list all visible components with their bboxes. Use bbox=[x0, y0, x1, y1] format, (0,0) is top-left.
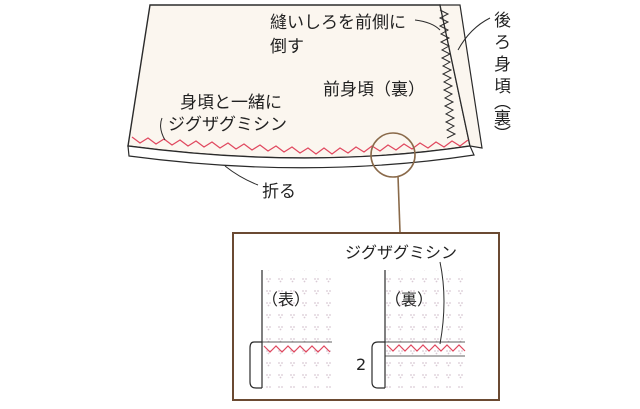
svg-text:︵: ︵ bbox=[494, 93, 511, 113]
label-seam-allowance-2: 倒す bbox=[270, 37, 304, 57]
detail-zigzag-left bbox=[263, 345, 331, 353]
svg-text:後: 後 bbox=[494, 11, 511, 31]
detail-box: ジグザグミシン （表） （裏） 2 bbox=[232, 232, 500, 401]
label-back-body-vertical: 後 ろ 身 頃 ︵ 裏 ︶ bbox=[494, 11, 511, 145]
hem-zigzag bbox=[131, 136, 469, 155]
detail-label-front: （表） bbox=[262, 290, 310, 309]
callout-leader bbox=[397, 175, 401, 233]
svg-text:身: 身 bbox=[494, 55, 511, 75]
svg-text:ろ: ろ bbox=[494, 33, 511, 53]
detail-zigzag-right bbox=[386, 344, 466, 352]
detail-label-zigzag: ジグザグミシン bbox=[345, 243, 457, 262]
svg-text:頃: 頃 bbox=[494, 77, 511, 97]
garment-front-body bbox=[127, 4, 483, 169]
label-zigzag-with-body-2: ジグザグミシン bbox=[168, 115, 287, 135]
seam-zigzag bbox=[438, 9, 457, 139]
svg-text:︶: ︶ bbox=[494, 125, 511, 145]
label-zigzag-with-body-1: 身頃と一緒に bbox=[180, 93, 282, 113]
label-seam-allowance-1: 縫いしろを前側に bbox=[270, 13, 406, 33]
detail-callout-circle bbox=[370, 132, 416, 178]
label-fold: 折る bbox=[262, 182, 296, 202]
label-front-body-reverse: 前身頃（裏） bbox=[323, 79, 425, 100]
svg-text:裏: 裏 bbox=[494, 108, 511, 129]
detail-label-reverse: （裏） bbox=[385, 290, 433, 309]
detail-label-measure: 2 bbox=[356, 355, 366, 374]
